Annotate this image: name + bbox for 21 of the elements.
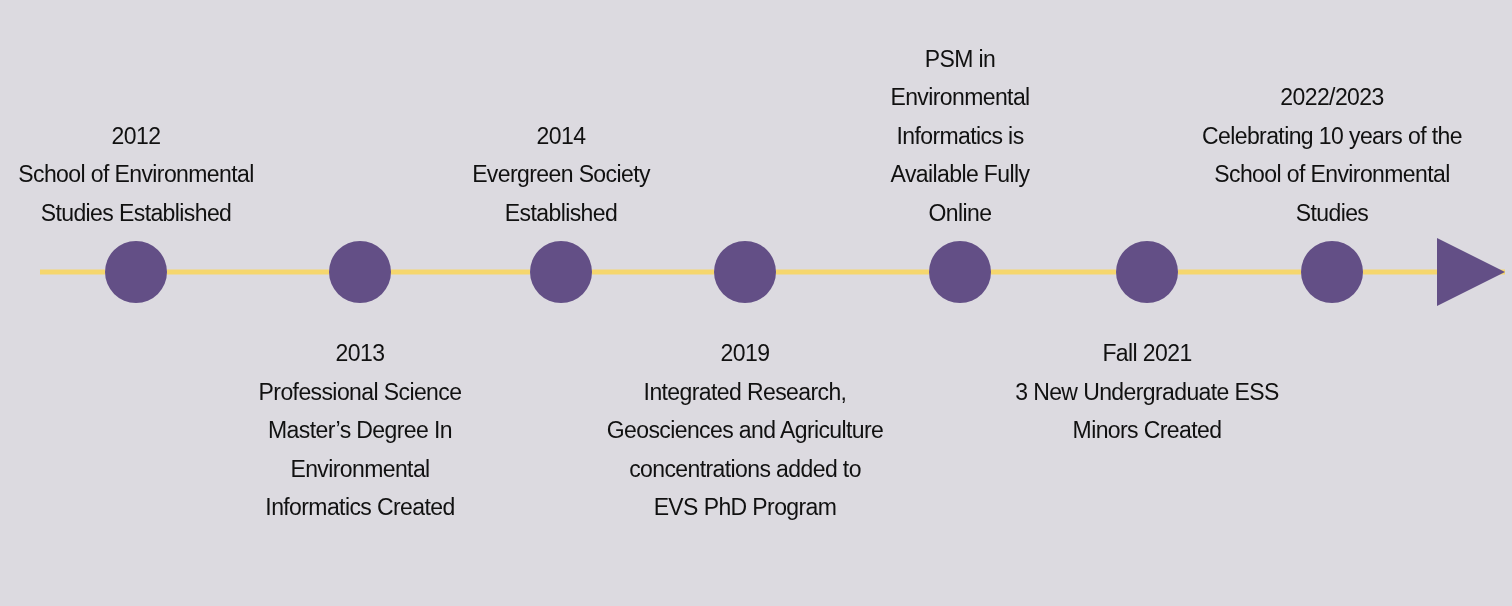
milestone-text: Evergreen Society Established <box>471 160 652 228</box>
timeline-line <box>1178 269 1301 275</box>
milestone-text: Professional Science Master’s Degree In Environmental Informatics Created <box>257 377 463 522</box>
milestone-text: 2013 <box>334 339 386 368</box>
timeline-line <box>776 269 929 275</box>
milestone-text: 2014 <box>535 121 587 151</box>
timeline-arrow <box>1363 238 1505 306</box>
timeline-line <box>991 269 1116 275</box>
milestone-text: 2022/2023 <box>1279 83 1385 112</box>
milestone-text: 2019 <box>719 339 771 368</box>
milestone-text: 2012 <box>110 121 162 151</box>
milestone-text: PSM in Environmental Informatics is Available Fully Online <box>889 44 1031 228</box>
timeline-line <box>592 269 714 275</box>
timeline-line <box>391 269 530 275</box>
milestone-text: Celebrating 10 years of the School of Environmental Studies <box>1201 121 1463 228</box>
milestone-text: Integrated Research, Geosciences and Agriculture concentrations added to EVS PhD Program <box>605 377 885 522</box>
milestone-text: School of Environmental Studies Established <box>17 160 255 228</box>
timeline-line <box>40 269 105 275</box>
milestone-text: Fall 2021 <box>1101 339 1193 368</box>
milestone-text: 3 New Undergraduate ESS Minors Created <box>1014 377 1280 445</box>
timeline-line <box>167 269 329 275</box>
